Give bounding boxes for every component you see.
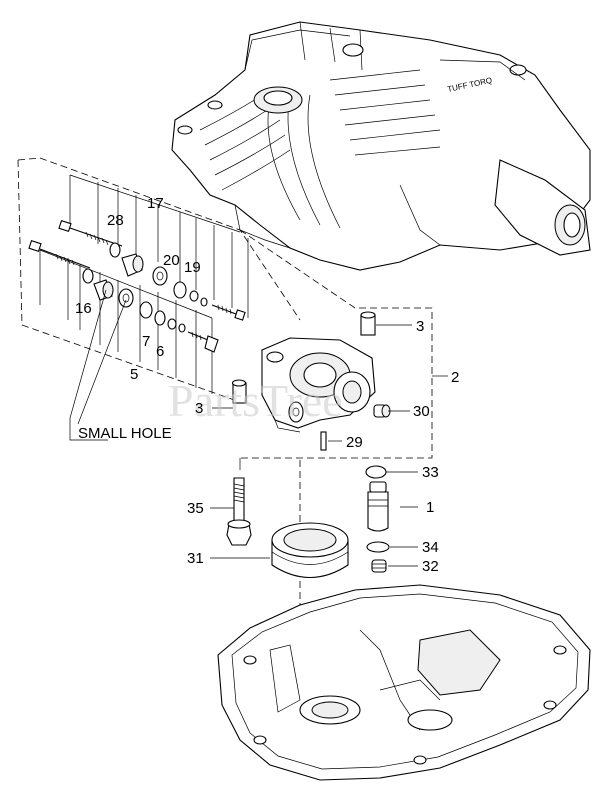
- upper-housing: TUFF TORQ: [171, 21, 591, 271]
- center-block: [261, 337, 376, 433]
- callout-7: 7: [142, 333, 150, 350]
- callout-34: 34: [422, 539, 439, 556]
- seal-31: [271, 522, 349, 579]
- o-ring-33: [365, 465, 387, 479]
- leader-lines: [69, 289, 448, 567]
- callout-1: 1: [426, 499, 434, 516]
- plug-30: [373, 404, 391, 418]
- callout-35: 35: [187, 500, 204, 517]
- callout-19: 19: [184, 259, 201, 276]
- bolt-35: [226, 477, 252, 546]
- pin-3-upper: [360, 311, 376, 336]
- watermark: PartsTree: [168, 375, 343, 426]
- bolt-lower: [28, 239, 91, 269]
- pin-29: [320, 431, 327, 451]
- callout-2: 2: [451, 369, 459, 386]
- callout-33: 33: [422, 464, 439, 481]
- valve-parts: [28, 174, 249, 394]
- callout-5: 5: [130, 366, 138, 383]
- small-hole-note: SMALL HOLE: [78, 425, 172, 442]
- ring-34: [366, 541, 390, 553]
- callout-30: 30: [413, 403, 430, 420]
- lower-housing: [217, 584, 591, 781]
- spring-32: [371, 559, 387, 573]
- callout-3-upper: 3: [416, 318, 424, 335]
- callout-31: 31: [187, 550, 204, 567]
- callout-32: 32: [422, 558, 439, 575]
- plug-16: [93, 279, 114, 301]
- callout-6: 6: [156, 343, 164, 360]
- valve-1: [367, 481, 389, 532]
- callout-3-lower: 3: [195, 400, 203, 417]
- pin-3-lower: [231, 379, 247, 404]
- callout-labels: 17 28 20 19 16 7 6 5 3 2 3 30 29 33 35 1…: [75, 195, 459, 575]
- callout-16: 16: [75, 300, 92, 317]
- callout-28: 28: [107, 212, 124, 229]
- callout-17: 17: [147, 195, 164, 212]
- callout-29: 29: [346, 434, 363, 451]
- callout-20: 20: [163, 252, 180, 269]
- plug-17: [121, 253, 144, 277]
